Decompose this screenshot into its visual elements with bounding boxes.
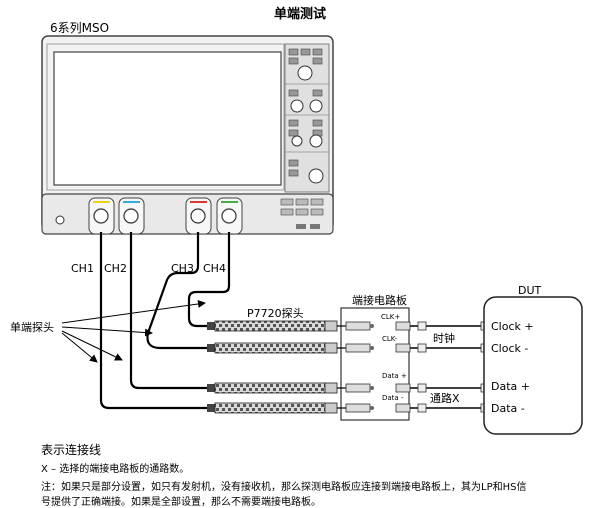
channel-inputs — [88, 197, 243, 235]
probe-bodies — [207, 320, 338, 414]
legend-note-line-2: 号提供了正确端接。如果是全部设置，那么不需要端接电路板。 — [41, 497, 321, 508]
power-button — [55, 215, 65, 225]
dut-connections — [410, 325, 483, 409]
dut-pin-data-minus: Data - — [491, 402, 525, 415]
channel-label-ch2: CH2 — [104, 262, 127, 275]
legend-heading: 表示连接线 — [41, 443, 102, 457]
dut-label: DUT — [518, 284, 542, 297]
scope-model-label: 6系列MSO — [50, 21, 110, 35]
knob-1 — [297, 65, 313, 81]
cable-ch2 — [129, 232, 207, 390]
probe-data-plus — [207, 382, 338, 394]
clock-annotation: 时钟 — [433, 332, 455, 345]
path-x-annotation: 通路X — [430, 392, 460, 405]
single-ended-probe-label: 单端探头 — [10, 321, 54, 334]
channel-label-ch1: CH1 — [71, 262, 94, 275]
board-pin-clk-plus: CLK+ — [381, 313, 401, 321]
probe-cables — [99, 232, 231, 410]
cable-ch4 — [187, 232, 231, 328]
legend-note-line-1: 注：如果只是部分设置，如只有发射机，没有接收机，那么探测电路板应连接到端接电路板… — [41, 482, 527, 493]
probe-data-minus — [207, 402, 338, 414]
board-pin-data-plus: Data + — [382, 372, 407, 380]
channel-label-ch4: CH4 — [203, 262, 226, 275]
channel-label-ch3: CH3 — [171, 262, 194, 275]
cable-ch3 — [146, 232, 207, 350]
board-label: 端接电路板 — [352, 294, 407, 307]
legend-x-note: X – 选择的端接电路板的通路数。 — [41, 464, 190, 475]
dut-box — [483, 296, 583, 435]
probe-clk-minus — [207, 342, 338, 354]
dut-pin-clock-plus: Clock + — [491, 320, 534, 333]
probe-model-label: P7720探头 — [247, 307, 304, 320]
cable-ch1 — [99, 232, 207, 410]
dut-pin-data-plus: Data + — [491, 380, 530, 393]
oscilloscope — [41, 35, 334, 235]
probe-clk-plus — [207, 320, 338, 332]
board-pin-clk-minus: CLK- — [382, 335, 398, 343]
diagram-title: 单端测试 — [273, 7, 326, 22]
scope-screen — [53, 51, 282, 186]
dut-pin-clock-minus: Clock - — [491, 342, 529, 355]
probe-pointer-arrows — [61, 300, 206, 363]
board-pin-data-minus: Data - — [382, 394, 404, 402]
termination-board — [337, 307, 411, 421]
